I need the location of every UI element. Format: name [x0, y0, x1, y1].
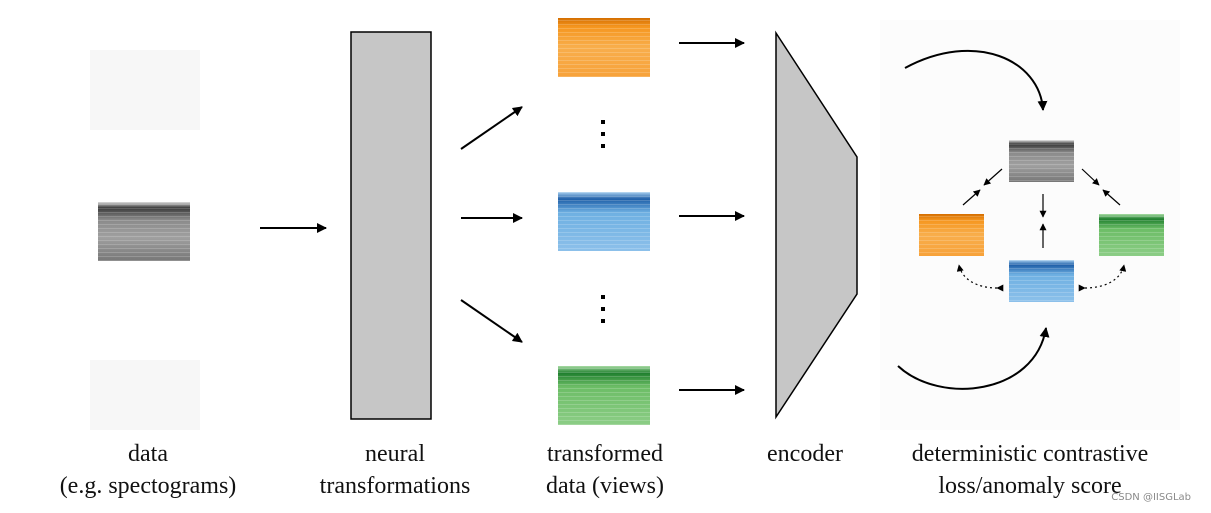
watermark-text: CSDN @IISGLab — [1111, 492, 1191, 503]
caption-data-line2: (e.g. spectograms) — [59, 473, 237, 499]
caption-data-line1: data — [128, 441, 168, 467]
caption-loss: deterministic contrastive loss/anomaly s… — [880, 438, 1180, 502]
caption-encoder-line1: encoder — [767, 441, 843, 467]
repel-blue-green — [1078, 264, 1127, 292]
caption-transformed: transformed data (views) — [520, 438, 690, 502]
attract-gray-green — [1081, 168, 1121, 206]
view-green — [558, 366, 650, 425]
caption-loss-line2: loss/anomaly score — [938, 473, 1122, 499]
embedding-blue — [1009, 260, 1074, 302]
ellipsis-lower — [601, 295, 605, 323]
curved-arrow-top — [904, 49, 1048, 111]
embedding-gray — [1009, 140, 1074, 182]
view-blue — [558, 192, 650, 251]
arrow-neural-to-orange — [460, 106, 523, 150]
repel-blue-orange — [956, 264, 1004, 292]
caption-transformed-line1: transformed — [547, 441, 663, 467]
input-spectrogram — [98, 202, 190, 261]
caption-data: data (e.g. spectograms) — [38, 438, 258, 502]
arrow-neural-to-green — [460, 299, 523, 343]
embedding-green — [1099, 214, 1164, 256]
caption-loss-line1: deterministic contrastive — [911, 441, 1149, 467]
view-orange — [558, 18, 650, 77]
attract-gray-orange — [962, 168, 1003, 206]
caption-transformed-line2: data (views) — [546, 473, 664, 499]
caption-neural-line1: neural — [365, 441, 425, 467]
caption-neural-line2: transformations — [319, 473, 471, 499]
caption-encoder: encoder — [740, 438, 870, 470]
neural-transformations-block — [350, 31, 432, 420]
faint-background-tile — [90, 360, 200, 430]
caption-neural: neural transformations — [300, 438, 490, 502]
encoder-block — [775, 30, 858, 420]
faint-background-tile — [90, 50, 200, 130]
embedding-orange — [919, 214, 984, 256]
curved-arrow-bottom — [897, 327, 1050, 390]
ellipsis-upper — [601, 120, 605, 148]
